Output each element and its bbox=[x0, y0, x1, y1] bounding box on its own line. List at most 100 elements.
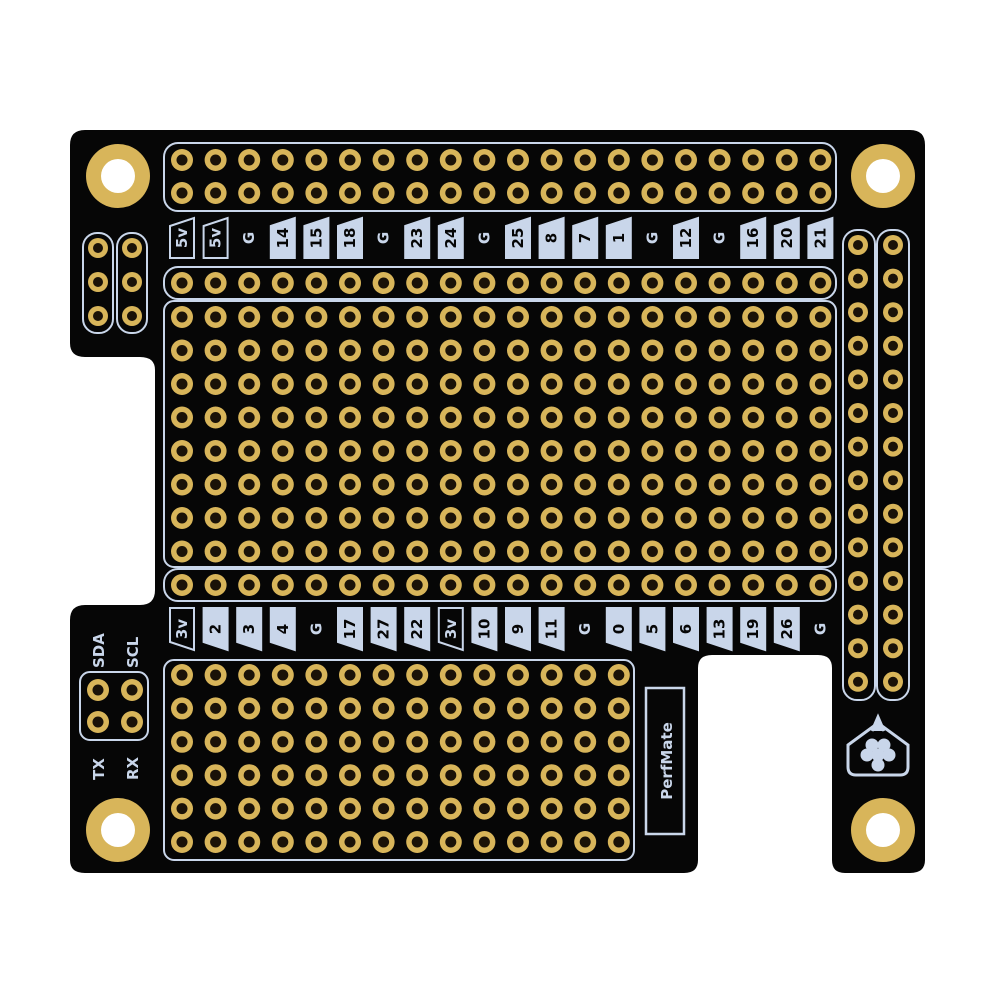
grid-pad bbox=[305, 664, 328, 686]
svg-text:G: G bbox=[643, 232, 661, 244]
grid-pad bbox=[641, 339, 664, 362]
header-pin-pad bbox=[204, 182, 227, 204]
pin-label: 3v bbox=[437, 607, 464, 652]
grid-pad bbox=[473, 764, 496, 787]
header-pin-pad bbox=[171, 182, 193, 204]
svg-text:G: G bbox=[307, 623, 325, 635]
header-pin-pad bbox=[171, 149, 193, 171]
bus-pad bbox=[473, 574, 496, 596]
grid-pad bbox=[574, 473, 597, 496]
grid-pad bbox=[809, 540, 832, 563]
strip-pad bbox=[122, 238, 142, 258]
grid-pad bbox=[607, 764, 630, 787]
grid-pad bbox=[339, 664, 361, 686]
svg-text:5v: 5v bbox=[173, 228, 191, 248]
grid-pad bbox=[439, 473, 462, 496]
pin-label: G bbox=[811, 623, 829, 635]
grid-pad bbox=[607, 797, 630, 820]
grid-pad bbox=[204, 406, 227, 429]
pin-label: 5v bbox=[169, 216, 195, 259]
grid-pad bbox=[271, 339, 294, 362]
grid-pad bbox=[305, 406, 328, 429]
strip-pad bbox=[883, 436, 903, 457]
grid-pad bbox=[339, 473, 361, 496]
header-pin-pad bbox=[809, 149, 832, 171]
mounting-hole bbox=[86, 798, 150, 862]
grid-pad bbox=[339, 373, 361, 395]
header-pin-pad bbox=[708, 149, 731, 171]
svg-text:9: 9 bbox=[509, 624, 527, 634]
bus-pad bbox=[641, 574, 664, 596]
pin-label: 14 bbox=[269, 216, 296, 259]
pin-label: G bbox=[711, 232, 729, 244]
strip-pad bbox=[883, 335, 903, 356]
grid-pad bbox=[675, 540, 697, 563]
grid-pad bbox=[574, 373, 597, 395]
grid-pad bbox=[339, 507, 361, 529]
grid-pad bbox=[473, 339, 496, 362]
grid-pad bbox=[775, 373, 798, 395]
grid-pad bbox=[171, 406, 193, 429]
grid-pad bbox=[540, 306, 563, 328]
grid-outline bbox=[163, 300, 837, 568]
brand-label: PerfMate bbox=[658, 722, 676, 799]
grid-pad bbox=[473, 540, 496, 563]
header-pin-pad bbox=[305, 149, 328, 171]
header-pin-pad bbox=[406, 182, 429, 204]
bus-pad bbox=[238, 272, 261, 294]
pin-label: 23 bbox=[404, 216, 431, 259]
header-pin-pad bbox=[339, 182, 361, 204]
pin-label: 1 bbox=[605, 216, 632, 259]
grid-pad bbox=[775, 339, 798, 362]
grid-pad bbox=[473, 373, 496, 395]
strip-pad bbox=[883, 671, 903, 692]
grid-pad bbox=[204, 373, 227, 395]
pin-label: 22 bbox=[404, 607, 431, 652]
grid-pad bbox=[540, 540, 563, 563]
grid-pad bbox=[171, 306, 193, 328]
grid-pad bbox=[171, 831, 193, 853]
grid-pad bbox=[305, 373, 328, 395]
grid-pad bbox=[540, 764, 563, 787]
grid-pad bbox=[607, 440, 630, 462]
bus-pad bbox=[675, 272, 697, 294]
grid-pad bbox=[171, 440, 193, 462]
svg-text:13: 13 bbox=[711, 619, 729, 640]
bus-pad bbox=[406, 272, 429, 294]
grid-pad bbox=[507, 730, 529, 753]
svg-text:25: 25 bbox=[509, 228, 527, 249]
grid-pad bbox=[406, 797, 429, 820]
grid-pad bbox=[708, 306, 731, 328]
grid-pad bbox=[473, 730, 496, 753]
mounting-hole bbox=[851, 798, 915, 862]
grid-pad bbox=[305, 306, 328, 328]
grid-pad bbox=[406, 339, 429, 362]
bus-pad bbox=[339, 574, 361, 596]
pin-label: 13 bbox=[706, 607, 733, 652]
strip-pad bbox=[883, 470, 903, 491]
grid-pad bbox=[439, 306, 462, 328]
grid-pad bbox=[809, 306, 832, 328]
grid-pad bbox=[238, 664, 261, 686]
lower-grid-outline bbox=[163, 659, 635, 861]
grid-pad bbox=[607, 730, 630, 753]
grid-pad bbox=[742, 540, 765, 563]
strip-pad bbox=[883, 537, 903, 558]
grid-pad bbox=[742, 507, 765, 529]
i2c-uart-pad bbox=[121, 679, 143, 701]
bus-pad bbox=[809, 272, 832, 294]
sda-label: SDA bbox=[90, 633, 108, 668]
grid-pad bbox=[204, 797, 227, 820]
grid-pad bbox=[171, 764, 193, 787]
grid-pad bbox=[406, 764, 429, 787]
grid-pad bbox=[540, 831, 563, 853]
grid-pad bbox=[372, 764, 395, 787]
svg-text:G: G bbox=[475, 232, 493, 244]
bus-pad bbox=[708, 272, 731, 294]
strip-pad bbox=[848, 537, 868, 558]
header-pin-pad bbox=[675, 182, 697, 204]
grid-pad bbox=[540, 697, 563, 720]
grid-pad bbox=[775, 406, 798, 429]
strip-pad bbox=[883, 235, 903, 255]
bus-pad bbox=[271, 574, 294, 596]
